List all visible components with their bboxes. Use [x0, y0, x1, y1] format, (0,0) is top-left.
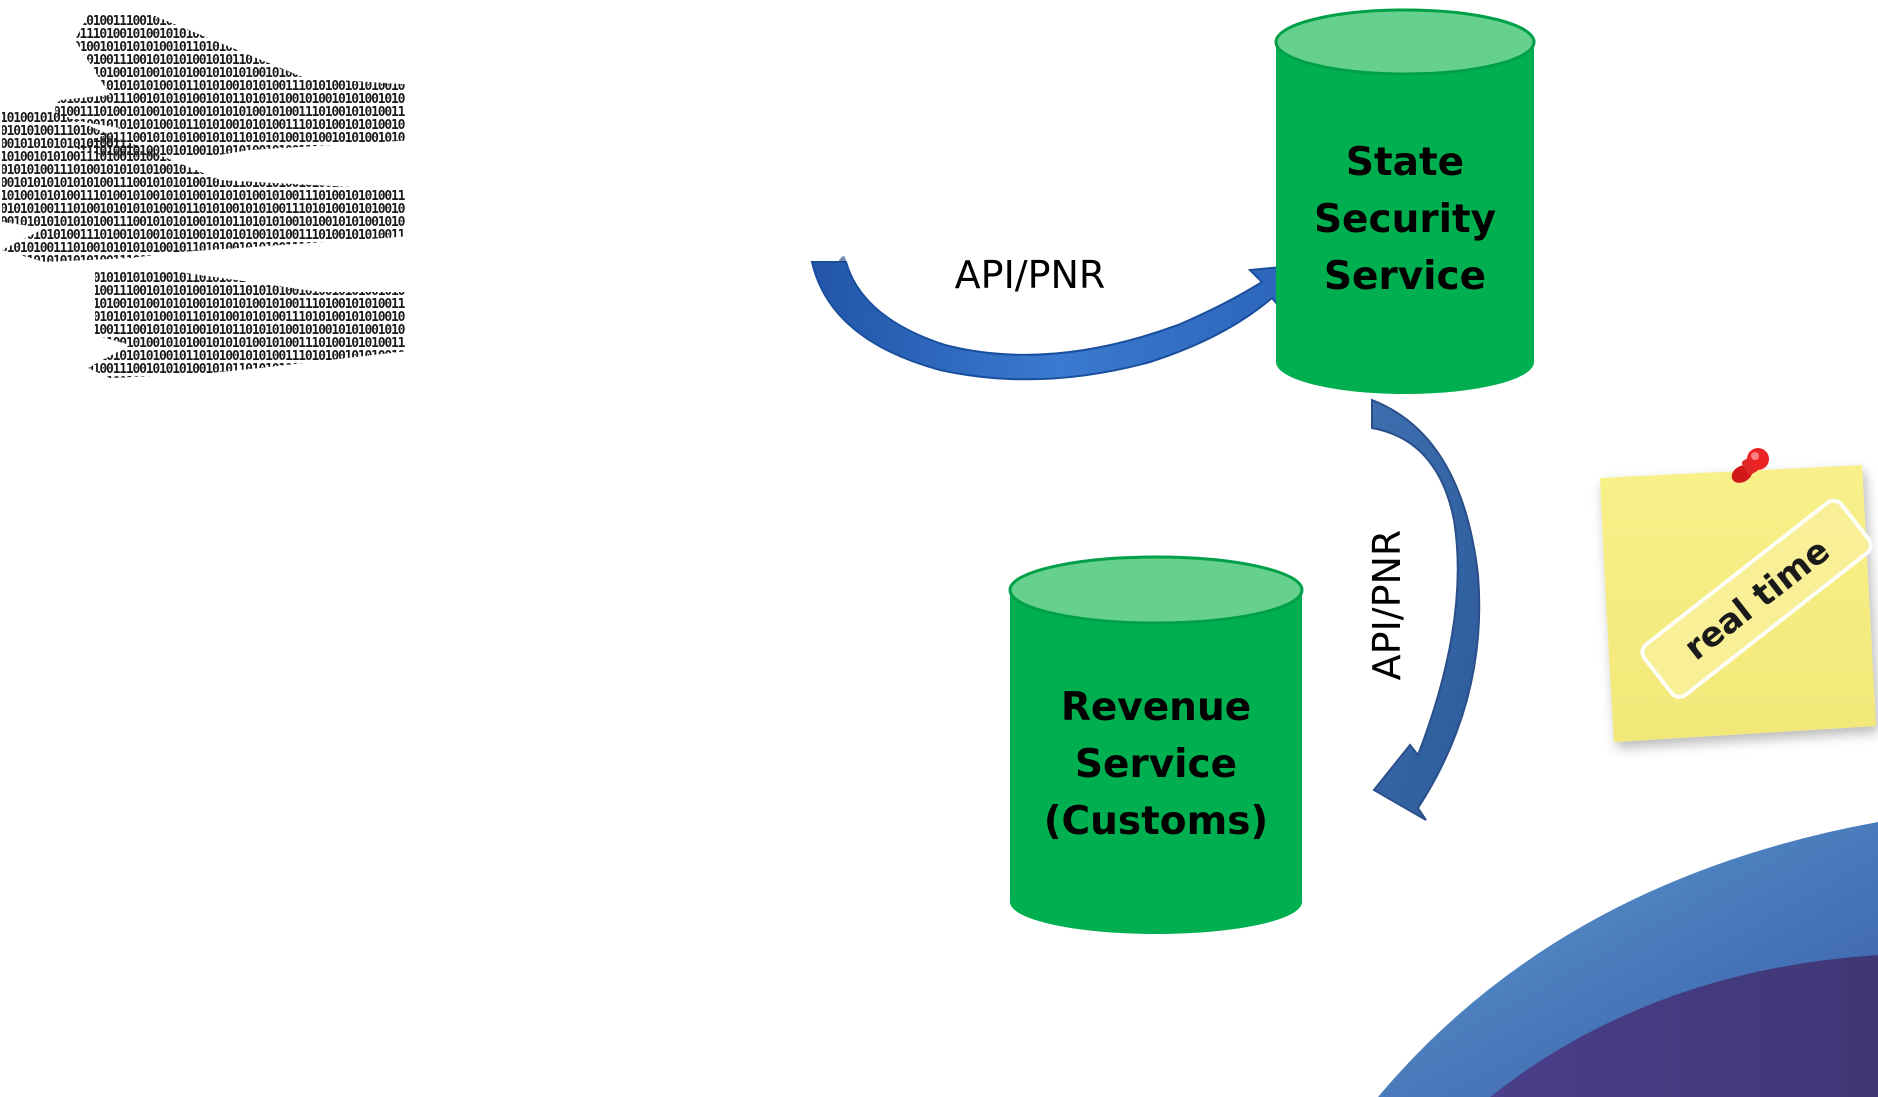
revenue-service-label-line-1: Revenue — [1061, 685, 1251, 730]
edge-label-state-security: API/PNR — [955, 253, 1106, 297]
arrow-to-revenue-service — [1371, 398, 1481, 821]
corner-decoration — [1378, 822, 1878, 1097]
curved-arrow-down-icon — [1371, 398, 1481, 821]
plane3-binary-row: 1010010101001110100101001010100101010100… — [0, 375, 406, 390]
state-security-service-database: State Security Service — [1274, 8, 1536, 394]
revenue-service-database: Revenue Service (Customs) — [1008, 555, 1304, 934]
plane1-binary-row: 0010101010101010011100101010100101011010… — [0, 131, 406, 146]
sticky-note-band — [1640, 498, 1873, 699]
binary-airplane-group: 0010101010101010011100101010100101011010… — [0, 14, 407, 390]
plane3-binary-row: 0101010011101001010101010010110101001010… — [0, 349, 406, 364]
plane2-binary-row: 0010101010101010011100101010100101011010… — [0, 215, 406, 230]
plane2-binary-row: 1010010101001110100101001010100101010100… — [0, 189, 406, 204]
plane2-binary-row: 0010101010101010011100101010100101011010… — [0, 254, 406, 269]
sticky-note: real time — [1600, 448, 1876, 742]
revenue-service-label-line-2: Service — [1075, 742, 1237, 787]
state-security-label-line-3: Service — [1324, 254, 1486, 299]
plane2-binary-row: 0101010011101001010101010010110101001010… — [0, 202, 406, 217]
plane1-binary-row: 0101010011101001010101010010110101001010… — [0, 79, 406, 94]
plane3-binary-row: 0101010011101001010101010010110101001010… — [0, 310, 406, 325]
plane3-binary-row: 1010010101001110100101001010100101010100… — [0, 297, 406, 312]
plane1-binary-row: 0101010011101001010101010010110101001010… — [0, 118, 406, 133]
cylinder-body — [1010, 590, 1302, 934]
plane1-binary-row: 0010101010101010011100101010100101011010… — [0, 14, 406, 29]
cylinder-top — [1274, 8, 1536, 76]
cylinder-top — [1008, 555, 1304, 625]
plane3-binary-row: 0010101010101010011100101010100101011010… — [0, 323, 406, 338]
cylinder-body — [1276, 42, 1534, 394]
plane1-binary-row: 0010101010101010011100101010100101011010… — [0, 92, 406, 107]
binary-airplane-3: 0101010011101001010101010010110101001010… — [0, 271, 407, 390]
edge-label-revenue-service: API/PNR — [1365, 530, 1409, 681]
plane1-binary-row: 1010010101001110100101001010100101010100… — [0, 105, 406, 120]
plane2-binary-row: 1010010101001110100101001010100101010100… — [0, 228, 406, 243]
corner-purple-arc — [1490, 955, 1878, 1097]
revenue-service-label-line-3: (Customs) — [1044, 799, 1269, 844]
push-pin-icon — [1731, 448, 1769, 483]
plane3-binary-row: 0010101010101010011100101010100101011010… — [0, 362, 406, 377]
state-security-label-line-1: State — [1346, 140, 1464, 185]
plane3-binary-row: 1010010101001110100101001010100101010100… — [0, 336, 406, 351]
state-security-label-line-2: Security — [1314, 197, 1496, 242]
